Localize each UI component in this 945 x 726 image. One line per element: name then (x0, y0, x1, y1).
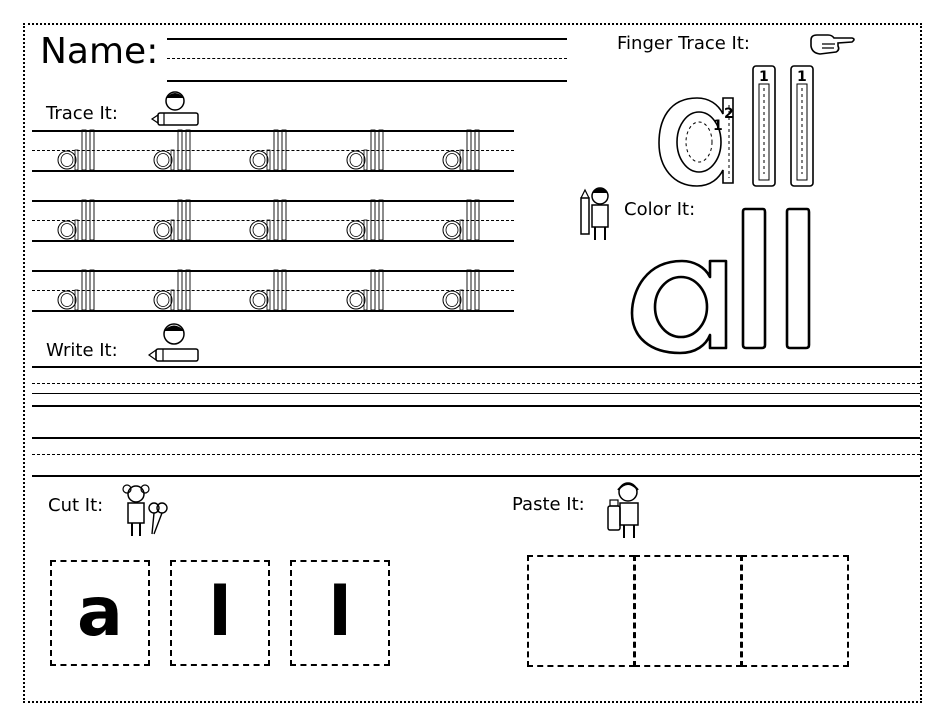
trace-word (153, 199, 191, 241)
cut-letter: a (77, 573, 123, 652)
stroke-number-2: 2 (724, 106, 734, 122)
name-line-mid (167, 58, 567, 59)
stroke-number-3: 1 (759, 69, 769, 85)
pointing-hand-icon (810, 34, 855, 55)
name-line-top (167, 38, 567, 40)
trace-word (346, 129, 384, 171)
trace-word (57, 129, 95, 171)
paste-box-2[interactable] (634, 555, 742, 667)
trace-word (346, 269, 384, 311)
trace-word (442, 199, 480, 241)
finger-trace-letters: 1 2 1 1 (658, 65, 814, 187)
girl-with-glue-icon (607, 482, 639, 538)
trace-word (442, 129, 480, 171)
name-label: Name: (40, 31, 159, 72)
cut-label: Cut It: (48, 495, 104, 516)
trace-word (57, 269, 95, 311)
trace-word (346, 199, 384, 241)
cut-box-3[interactable]: l (290, 560, 390, 666)
trace-word (153, 269, 191, 311)
boy-with-pencil-icon (147, 323, 199, 362)
color-word-outline (630, 207, 811, 355)
trace-word (249, 129, 287, 171)
trace-word (442, 269, 480, 311)
paste-label: Paste It: (512, 494, 585, 515)
boy-with-pencil-icon (150, 91, 199, 126)
paste-box-3[interactable] (741, 555, 849, 667)
cut-box-2[interactable]: l (170, 560, 270, 666)
cut-letter: l (328, 573, 352, 652)
trace-word (153, 129, 191, 171)
trace-word (249, 269, 287, 311)
finger-trace-label: Finger Trace It: (617, 33, 750, 54)
stroke-number-1: 1 (713, 118, 723, 134)
stroke-number-4: 1 (797, 69, 807, 85)
color-label: Color It: (624, 199, 696, 220)
worksheet-border (23, 23, 922, 703)
trace-label: Trace It: (46, 103, 118, 124)
boy-with-crayon-icon (580, 187, 609, 240)
paste-box-1[interactable] (527, 555, 635, 667)
trace-word (249, 199, 287, 241)
girl-with-scissors-icon (122, 484, 168, 536)
cut-box-1[interactable]: a (50, 560, 150, 666)
trace-word (57, 199, 95, 241)
name-line-bottom[interactable] (167, 80, 567, 82)
cut-letter: l (208, 573, 232, 652)
write-label: Write It: (46, 340, 118, 361)
